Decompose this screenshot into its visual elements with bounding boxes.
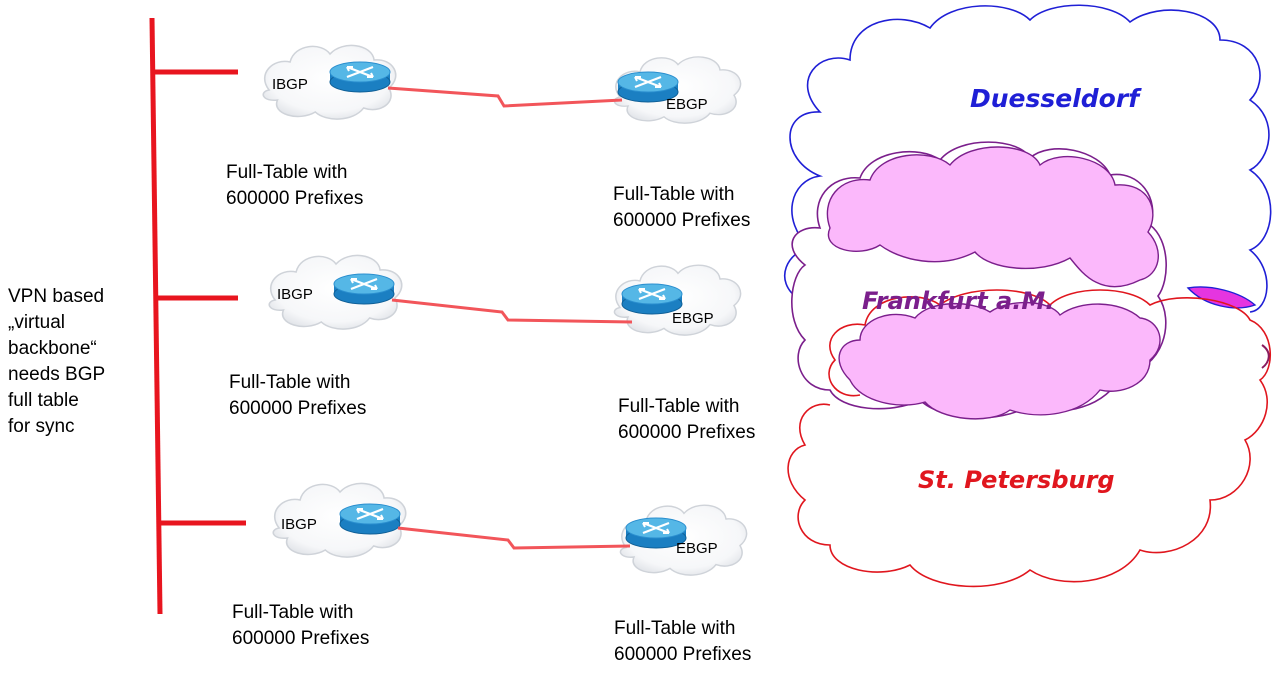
ebgp-table-2: Full-Table with 600000 Prefixes [618, 394, 755, 446]
site-st-petersburg: St. Petersburg [918, 466, 1115, 494]
ibgp-table-1: Full-Table with 600000 Prefixes [226, 160, 363, 212]
ibgp-table-2: Full-Table with 600000 Prefixes [229, 370, 366, 422]
ebgp-label-1: EBGP [666, 96, 708, 113]
ibgp-label-2: IBGP [277, 286, 313, 303]
ebgp-table-3: Full-Table with 600000 Prefixes [614, 616, 751, 668]
ibgp-label-3: IBGP [281, 516, 317, 533]
ebgp-table-2-line2: 600000 Prefixes [618, 422, 756, 443]
ebgp-table-3-line2: 600000 Prefixes [614, 644, 752, 665]
frankfurt-cloud [791, 141, 1257, 420]
ibgp-table-2-line2: 600000 Prefixes [229, 398, 367, 419]
ibgp-table-3-line2: 600000 Prefixes [232, 628, 370, 649]
backbone-bus [149, 17, 246, 615]
side-note: VPN based „virtual backbone“ needs BGP f… [8, 286, 106, 437]
ibgp-table-1-line1: Full-Table with [226, 162, 348, 183]
ebgp-label-2: EBGP [672, 310, 714, 327]
link-2 [391, 298, 633, 324]
ebgp-table-1: Full-Table with 600000 Prefixes [613, 182, 750, 234]
site-frankfurt: Frankfurt a.M. [862, 287, 1055, 315]
ibgp-label-1: IBGP [272, 76, 308, 93]
ibgp-table-3: Full-Table with 600000 Prefixes [232, 600, 369, 652]
ibgp-table-2-line1: Full-Table with [229, 372, 351, 393]
st-petersburg-cloud [787, 289, 1271, 588]
ebgp-label-3: EBGP [676, 540, 718, 557]
site-duesseldorf: Duesseldorf [970, 84, 1140, 113]
link-1 [387, 86, 623, 108]
ibgp-table-3-line1: Full-Table with [232, 602, 354, 623]
ebgp-table-1-line2: 600000 Prefixes [613, 210, 751, 231]
ibgp-table-1-line2: 600000 Prefixes [226, 188, 364, 209]
ebgp-table-3-line1: Full-Table with [614, 618, 736, 639]
ebgp-table-1-line1: Full-Table with [613, 184, 735, 205]
link-3 [397, 526, 631, 550]
ebgp-table-2-line1: Full-Table with [618, 396, 740, 417]
